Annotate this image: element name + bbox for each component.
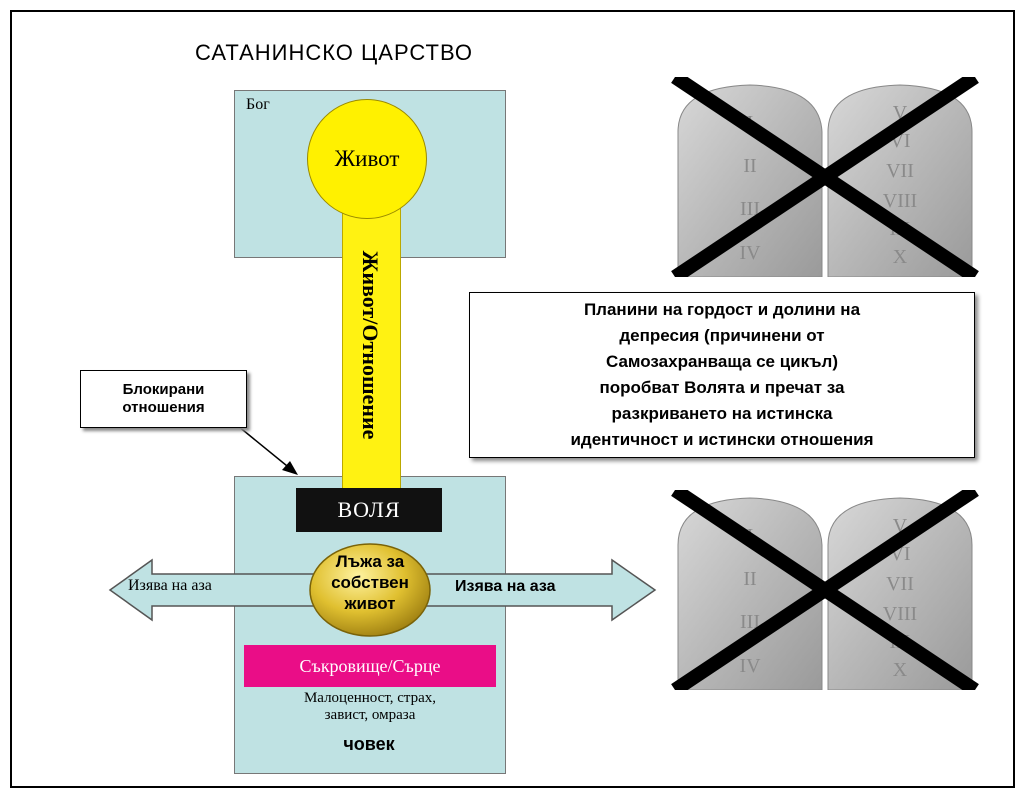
numeral-x: X <box>893 246 908 268</box>
message-line-5: разкриването на истинска <box>611 404 833 423</box>
numeral-viii: VIII <box>883 190 917 212</box>
lie-line-1: Лъжа за <box>335 552 405 571</box>
feelings-line-1: Малоценност, страх, <box>303 690 437 706</box>
numeral-iv: IV <box>739 242 761 264</box>
numeral-vii: VII <box>886 573 914 595</box>
will-box: ВОЛЯ <box>296 488 442 532</box>
numeral-iii: III <box>740 611 760 633</box>
blocked-line-2: отношения <box>122 399 205 416</box>
crossed-tablets-bottom: I II III IV V VI VII VIII IX X <box>671 490 979 690</box>
lie-circle <box>309 543 431 637</box>
numeral-iii: III <box>740 198 760 220</box>
feelings-line-2: завист, омраза <box>324 707 416 723</box>
expression-left-label: Изява на аза <box>128 577 212 594</box>
cross-line-2 <box>671 490 979 690</box>
message-line-3: Самозахранваща се цикъл) <box>605 352 838 371</box>
tablet-numerals-bottom: I II III IV V VI VII VIII IX X <box>739 515 917 681</box>
message-line-1: Планини на гордост и долини на <box>583 300 861 319</box>
numeral-viii: VIII <box>883 603 917 625</box>
message-line-4: поробват Волята и пречат за <box>599 378 845 397</box>
feelings-text: Малоценност, страх, завист, омраза <box>240 690 500 724</box>
lie-line-2: собствен <box>331 573 409 592</box>
treasure-heart-box: Съкровище/Сърце <box>244 645 496 687</box>
tablet-right-slab <box>827 84 973 277</box>
numeral-x: X <box>893 659 908 681</box>
numeral-iv: IV <box>739 655 761 677</box>
blocked-line-1: Блокирани <box>122 381 205 398</box>
diagram-title: САТАНИНСКО ЦАРСТВО <box>195 40 474 65</box>
numeral-ii: II <box>743 568 756 590</box>
message-line-2: депресия (причинени от <box>619 326 825 345</box>
life-circle: Живот <box>307 99 427 219</box>
tablet-left-slab <box>677 84 823 277</box>
tablet-numerals-top: I II III IV V VI VII VIII IX X <box>739 102 917 268</box>
god-label: Бог <box>246 96 270 113</box>
blocked-pointer-line <box>237 425 293 471</box>
cross-line-2 <box>671 77 979 277</box>
numeral-vii: VII <box>886 160 914 182</box>
tablet-right-slab <box>827 497 973 690</box>
blocked-pointer-head <box>282 461 298 475</box>
expression-right-label: Изява на аза <box>455 578 556 595</box>
lie-label: Лъжа за собствен живот <box>305 551 435 614</box>
message-box: Планини на гордост и долини на депресия … <box>469 292 975 458</box>
numeral-ii: II <box>743 155 756 177</box>
blocked-relationships-callout: Блокирани отношения <box>80 370 247 428</box>
life-relationship-pillar <box>342 200 401 500</box>
message-line-6: идентичност и истински отношения <box>570 430 874 449</box>
tablet-left-slab <box>677 497 823 690</box>
man-label: човек <box>343 734 395 754</box>
lie-line-3: живот <box>344 594 396 613</box>
crossed-tablets-top: I II III IV V VI VII VIII IX X <box>671 77 979 277</box>
